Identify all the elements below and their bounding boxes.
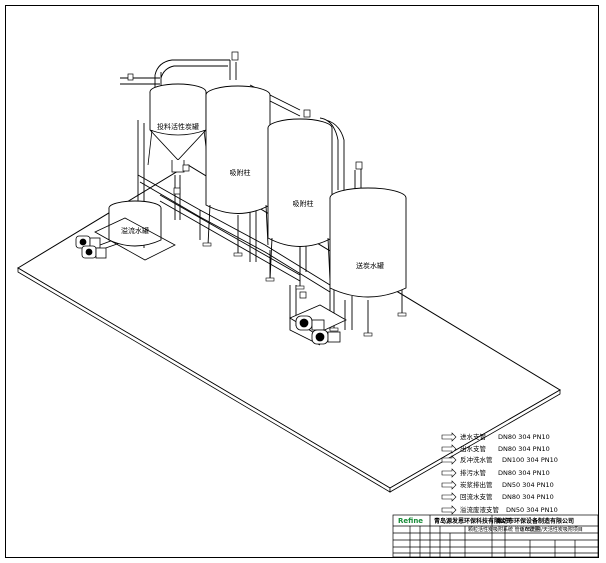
legend-spec: DN80 304 PN10 [498,433,550,441]
legend-arrow-icon [441,455,457,465]
delivery-tank-label: 送炭水罐 [356,261,384,270]
legend-spec: DN80 304 PN10 [498,469,550,477]
overflow-tank-label: 溢流水罐 [121,226,149,235]
adsorption-column-1-label: 吸附柱 [230,168,251,177]
valves [127,51,363,299]
legend-arrow-icon [441,480,457,490]
legend-label: 进水支管 [460,432,487,441]
carbon-storage-tank: 投料活性炭罐 [147,83,209,173]
legend-arrow-icon [441,468,457,478]
pipe-legend: 进水支管 DN80 304 PN10 出水支管 DN80 304 PN10 反冲… [441,432,558,515]
company-name: 青岛源发恩环保科技有限公司 [434,517,512,525]
legend-row: 出水支管 DN80 304 PN10 [441,444,550,454]
title-block [392,514,599,558]
legend-label: 炭浆排出管 [460,480,493,489]
legend-spec: DN50 304 PN10 [502,481,554,489]
drawing-frame [5,5,599,558]
legend-label: 溢流废液支管 [460,505,500,514]
legend-spec: DN80 304 PN10 [498,445,550,453]
legend-arrow-icon [441,492,457,502]
legend-row: 溢流废液支管 DN50 304 PN10 [441,505,558,515]
carbon-delivery-tank: 送炭水罐 [329,187,407,337]
legend-row: 排污水管 DN80 304 PN10 [441,468,550,478]
drawing-title: 颗粒活性炭吸附系统 管道布置图 [468,526,540,533]
legend-arrow-icon [441,432,457,442]
company-logo: Refine [398,517,423,525]
legend-label: 回流水支管 [460,492,493,501]
delivery-pumps [289,304,347,345]
adsorption-column-1: 吸附柱 [202,85,271,257]
title-block-text: Refine 青岛源发恩环保科技有限公司 潍坊市环保设备制造有限公司 颗粒活性炭… [398,517,583,533]
overflow-tank: 溢流水罐 [94,200,176,261]
project-name: 0.05万吨/天活性炭吸附项目 [520,526,583,533]
legend-spec: DN100 304 PN10 [502,456,558,464]
legend-label: 出水支管 [460,444,487,453]
adsorption-column-2: 吸附柱 [265,118,333,290]
carbon-storage-label: 投料活性炭罐 [157,122,199,131]
legend-arrow-icon [441,505,457,515]
legend-label: 排污水管 [460,468,487,477]
legend-row: 反冲洗水管 DN100 304 PN10 [441,455,558,465]
client-name: 潍坊市环保设备制造有限公司 [496,517,574,525]
legend-spec: DN50 304 PN10 [506,506,558,514]
legend-row: 回流水支管 DN80 304 PN10 [441,492,554,502]
legend-label: 反冲洗水管 [460,455,493,464]
legend-row: 进水支管 DN80 304 PN10 [441,432,550,442]
overflow-pumps [75,235,107,259]
legend-arrow-icon [441,444,457,454]
legend-row: 炭浆排出管 DN50 304 PN10 [441,480,554,490]
adsorption-column-2-label: 吸附柱 [293,199,314,208]
legend-spec: DN80 304 PN10 [502,493,554,501]
base-platform [17,164,561,493]
